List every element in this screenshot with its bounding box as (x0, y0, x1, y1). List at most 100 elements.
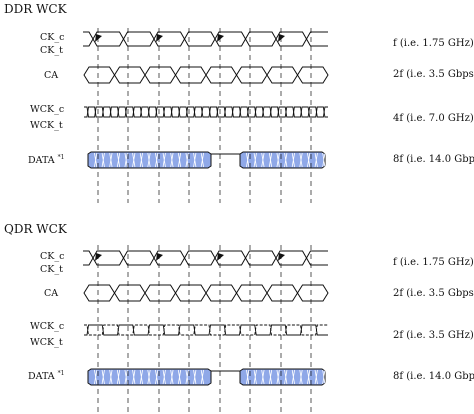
ddr-data-bit (246, 152, 250, 168)
qdr-ck-c-label: CK_c (40, 251, 65, 262)
ddr-data-bit (314, 152, 318, 168)
qdr-data-bit (116, 369, 121, 385)
section-title-qdr-wck: QDR WCK (4, 222, 67, 236)
ddr-data-bit (101, 152, 105, 168)
ddr-data-bit (307, 152, 311, 168)
ddr-wck-t-wave (84, 106, 328, 118)
qdr-ck-c-wave (83, 250, 328, 266)
qdr-data-bit (177, 369, 182, 385)
qdr-data-bit (314, 369, 318, 385)
qdr-data-bit (253, 369, 257, 385)
ddr-data-bit (170, 152, 174, 168)
qdr-data-rate: 8f (i.e. 14.0 Gbps) (393, 371, 474, 382)
ddr-wck-t-label: WCK_t (30, 120, 63, 131)
qdr-ck-edge-arrow (156, 253, 163, 261)
ddr-ck-edge-arrow (156, 34, 163, 42)
qdr-data-bit (322, 369, 326, 385)
qdr-data-bit (147, 369, 151, 385)
qdr-data-bit (200, 369, 204, 385)
qdr-data-bit (185, 369, 189, 385)
ddr-data-bit (284, 152, 288, 168)
qdr-wck-c-wave (84, 324, 328, 336)
ddr-wck-c-label: WCK_c (30, 104, 65, 115)
qdr-wck-c-label: WCK_c (30, 321, 65, 332)
ddr-data-bit (200, 152, 204, 168)
ddr-data-bit (261, 152, 265, 168)
ddr-data-bit (116, 152, 121, 168)
qdr-data-bit (276, 369, 280, 385)
qdr-ck-edge-arrow (217, 253, 224, 261)
qdr-data-bit (94, 369, 98, 385)
qdr-data-bit (291, 369, 295, 385)
ddr-ck-rate: f (i.e. 1.75 GHz) (393, 38, 474, 49)
ddr-ck-c-label: CK_c (40, 32, 65, 43)
qdr-ca-eye (235, 284, 268, 302)
ddr-ca-eye (205, 66, 238, 84)
ddr-data-bit (132, 152, 136, 168)
qdr-data-bit (261, 369, 265, 385)
ddr-data-bit (299, 152, 303, 168)
qdr-data-bit (299, 369, 303, 385)
qdr-wck-t-wave (84, 324, 328, 336)
qdr-data-bit (162, 369, 166, 385)
qdr-ca-label: CA (44, 288, 59, 299)
qdr-data-bit (155, 369, 159, 385)
ddr-data-rate: 8f (i.e. 14.0 Gbps) (393, 154, 474, 165)
ddr-data-bit (193, 152, 197, 168)
ddr-data-label: DATA *1 (28, 154, 65, 166)
ddr-ck-edge-arrow (278, 34, 285, 42)
ddr-wck-rate: 4f (i.e. 7.0 GHz) (393, 113, 474, 124)
ddr-ck-c-wave (83, 31, 328, 47)
ddr-data-bit (155, 152, 159, 168)
qdr-data-bit (124, 369, 128, 385)
qdr-ck-t-label: CK_t (40, 264, 63, 275)
qdr-ck-t-wave (83, 250, 328, 266)
ddr-data-label-text: DATA (28, 155, 55, 166)
qdr-ck-edge-arrow (95, 253, 102, 261)
ddr-ca-label: CA (44, 70, 59, 81)
qdr-data-label: DATA *1 (28, 369, 65, 382)
ddr-ca-eye (266, 66, 299, 84)
qdr-ck-edge-arrow (278, 253, 285, 261)
qdr-data-bit (139, 369, 143, 385)
qdr-ca-eye (174, 284, 207, 302)
ddr-data-bit (147, 152, 151, 168)
ddr-data-burst-1 (87, 151, 212, 169)
ddr-ca-eye (113, 66, 146, 84)
ddr-data-bit (162, 152, 166, 168)
ddr-ck-edge-arrow (95, 34, 102, 42)
qdr-data-bit (193, 369, 197, 385)
ddr-data-bit (94, 152, 98, 168)
ddr-data-burst-2 (239, 151, 326, 169)
qdr-ca-eye (266, 284, 299, 302)
qdr-data-bit (109, 369, 113, 385)
ddr-data-bit (276, 152, 280, 168)
qdr-ca-eye (296, 284, 329, 302)
qdr-ca-eye (144, 284, 177, 302)
ddr-ca-eye (296, 66, 329, 84)
qdr-wck-rate: 2f (i.e. 3.5 GHz) (393, 330, 474, 341)
ddr-wck-c-wave (84, 106, 328, 118)
qdr-data-bit (101, 369, 105, 385)
qdr-ca-eye (113, 284, 146, 302)
ddr-ca-eye (144, 66, 177, 84)
qdr-data-burst-1 (87, 368, 212, 386)
ddr-ca-eye (235, 66, 268, 84)
qdr-ck-rate: f (i.e. 1.75 GHz) (393, 257, 474, 268)
ddr-data-bit (185, 152, 189, 168)
ddr-data-bit (139, 152, 143, 168)
qdr-data-burst-2 (239, 368, 326, 386)
ddr-data-bit (177, 152, 182, 168)
ddr-data-bit (109, 152, 113, 168)
qdr-data-label-text: DATA (28, 371, 55, 382)
qdr-ca-eye (83, 284, 116, 302)
qdr-data-bit (307, 369, 311, 385)
qdr-data-footnote: *1 (57, 369, 65, 377)
ddr-ck-t-wave (83, 31, 328, 47)
ddr-ca-eye (83, 66, 116, 84)
qdr-data-bit (246, 369, 250, 385)
ddr-data-bit (322, 152, 326, 168)
qdr-data-bit (268, 369, 273, 385)
qdr-data-bit (132, 369, 136, 385)
